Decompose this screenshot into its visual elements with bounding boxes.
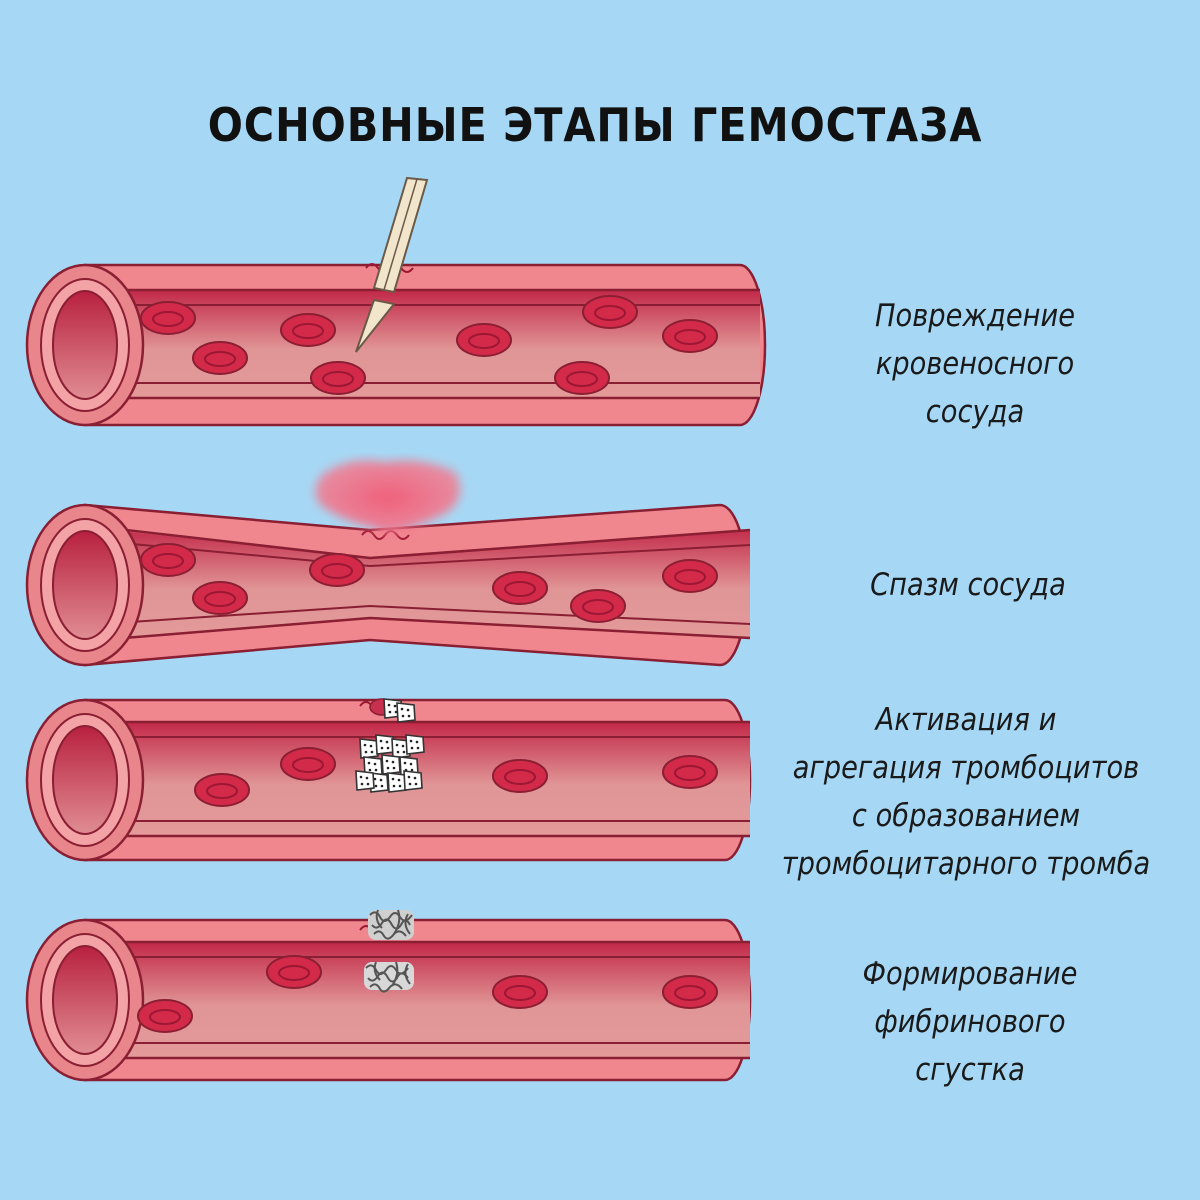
stage-label-injury: Повреждение кровеносного сосуда (875, 298, 1075, 430)
erythrocyte (309, 553, 365, 587)
erythrocyte (554, 361, 610, 395)
platelet-plug (355, 698, 425, 793)
vasoconstriction-cloud (315, 460, 461, 535)
needle-icon (355, 176, 429, 353)
vessel-platelet-plug (25, 698, 752, 862)
erythrocyte (662, 559, 718, 593)
page-title: ОСНОВНЫЕ ЭТАПЫ ГЕМОСТАЗА (207, 98, 983, 152)
erythrocyte (137, 999, 193, 1033)
stage-label-fibrin-clot: Формирование фибринового сгустка (862, 956, 1078, 1088)
erythrocyte (140, 301, 196, 335)
erythrocyte (192, 581, 248, 615)
stage-label-spasm: Спазм сосуда (870, 567, 1066, 603)
erythrocyte (492, 975, 548, 1009)
erythrocyte (582, 295, 638, 329)
erythrocyte (492, 759, 548, 793)
vessel-injury (25, 176, 767, 427)
erythrocyte (194, 773, 250, 807)
erythrocyte (266, 955, 322, 989)
vessel-fibrin-clot (25, 909, 752, 1082)
erythrocyte (280, 313, 336, 347)
erythrocyte (662, 755, 718, 789)
erythrocyte (570, 589, 626, 623)
vessel-spasm (25, 460, 751, 667)
erythrocyte (310, 361, 366, 395)
erythrocyte (140, 543, 196, 577)
erythrocyte (192, 341, 248, 375)
erythrocyte (662, 319, 718, 353)
fibrin-clot (364, 909, 414, 993)
stage-label-platelet-plug: Активация и агрегация тромбоцитов с обра… (781, 702, 1151, 882)
erythrocyte (492, 571, 548, 605)
erythrocyte (456, 323, 512, 357)
erythrocyte (662, 975, 718, 1009)
erythrocyte (280, 747, 336, 781)
